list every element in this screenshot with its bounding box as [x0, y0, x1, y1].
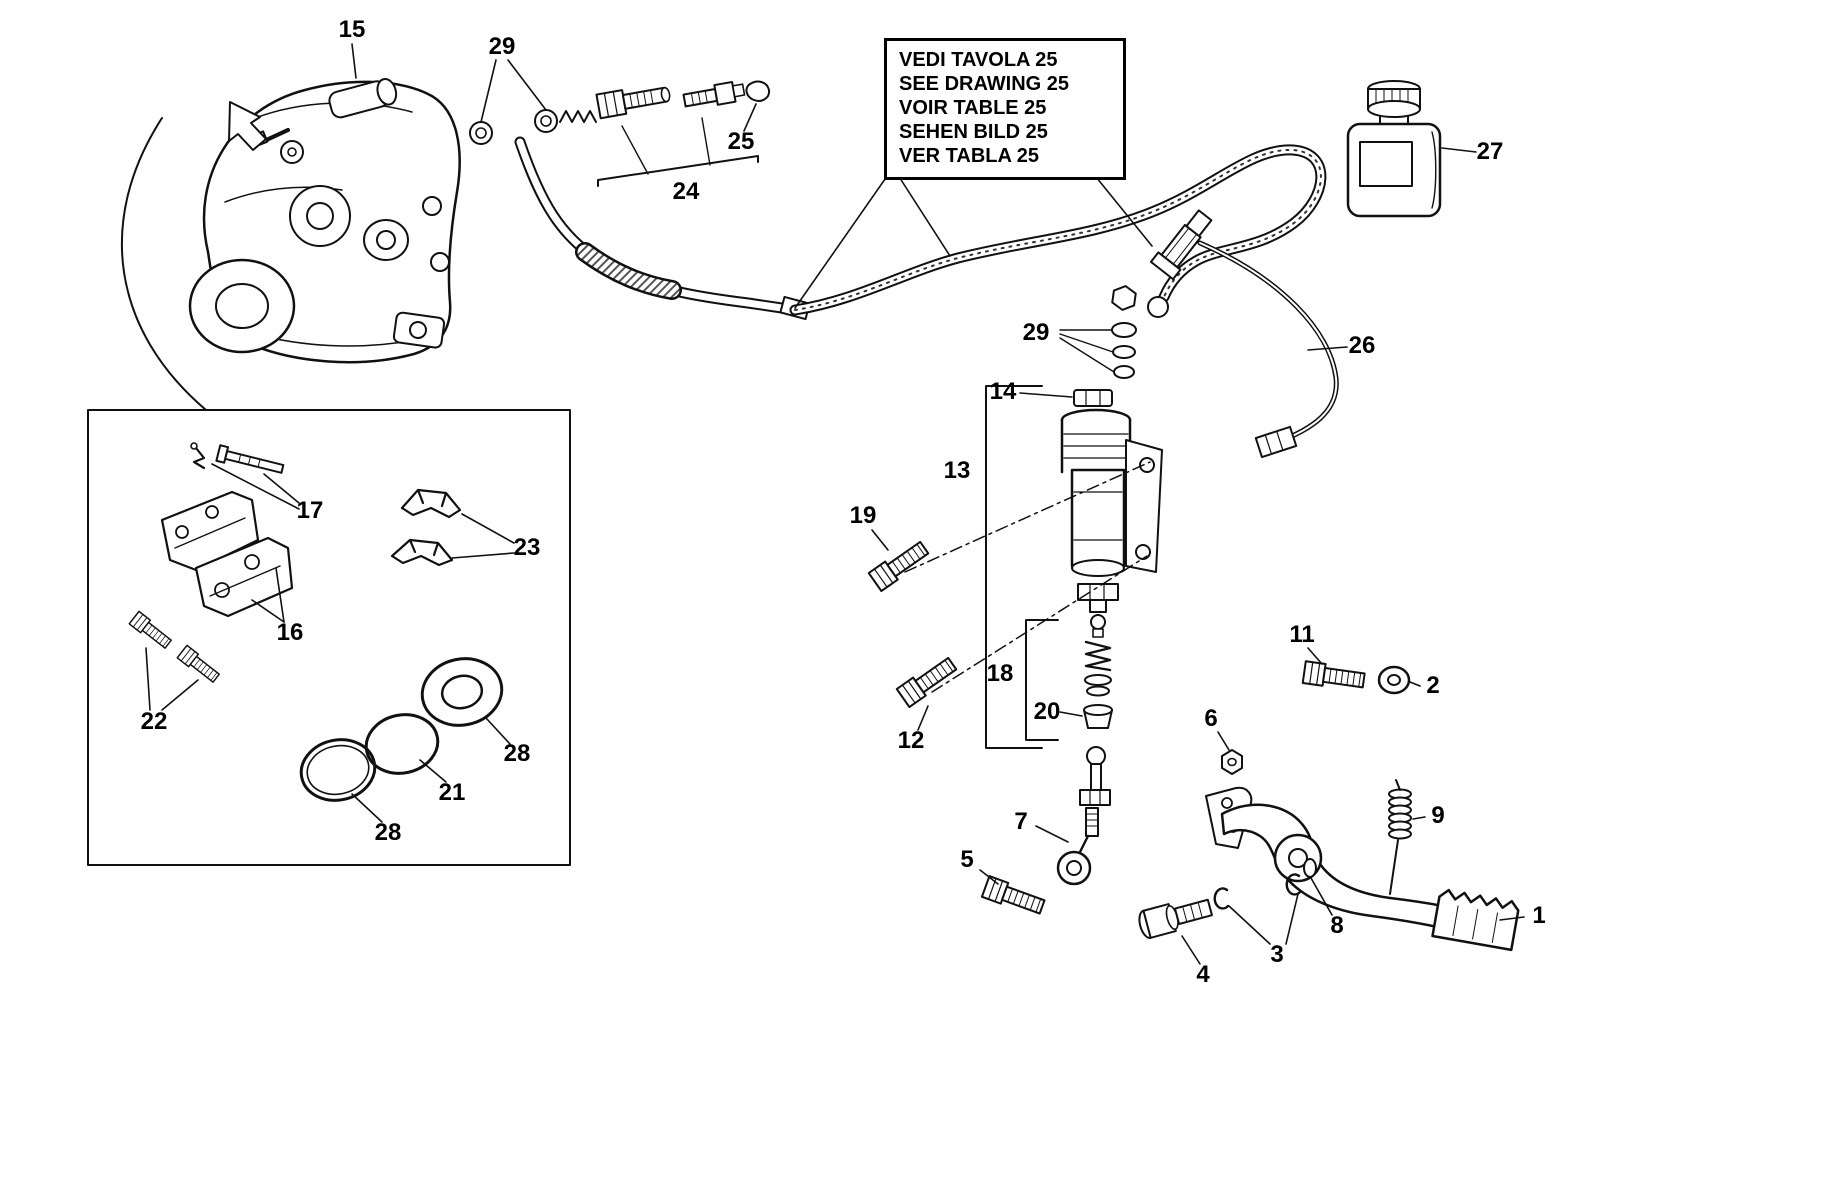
part-label-28-b: 28	[374, 819, 402, 846]
part-label-23: 23	[513, 534, 541, 561]
leader-12	[917, 705, 929, 731]
part-label-24: 24	[672, 178, 700, 205]
part-label-28-a: 28	[503, 740, 531, 767]
caliper-to-box-leader	[120, 117, 207, 411]
direction-arrow-icon	[228, 101, 267, 151]
part-label-8: 8	[1330, 912, 1344, 939]
leader-19	[871, 529, 889, 551]
note-box-leaders	[794, 171, 1153, 309]
pressure-switch-drawing	[1149, 209, 1348, 459]
note-line-fr: VOIR TABLE 25	[899, 97, 1047, 119]
part-label-12: 12	[897, 727, 925, 754]
master-cylinder-drawing	[904, 285, 1163, 749]
part-label-29-b: 29	[1022, 319, 1050, 346]
part-label-22: 22	[140, 708, 168, 735]
note-line-es: VER TABLA 25	[899, 145, 1040, 167]
leader-15	[351, 43, 357, 79]
part-label-11: 11	[1289, 621, 1315, 648]
part-label-20: 20	[1033, 698, 1061, 725]
part-label-4: 4	[1196, 961, 1210, 988]
part-label-1: 1	[1532, 902, 1546, 929]
detail-box-drawing	[87, 409, 571, 866]
part-label-29-a: 29	[488, 33, 516, 60]
leader-5	[979, 869, 999, 885]
part-label-3: 3	[1270, 941, 1284, 968]
part-label-27: 27	[1476, 138, 1504, 165]
part-label-7: 7	[1014, 808, 1028, 835]
part-label-19: 19	[849, 502, 877, 529]
part-label-18: 18	[986, 660, 1014, 687]
part-label-21: 21	[438, 779, 466, 806]
part-label-25: 25	[727, 128, 755, 155]
part-label-5: 5	[960, 846, 974, 873]
brake-caliper-drawing	[188, 78, 461, 364]
part-label-13: 13	[943, 457, 971, 484]
part-label-15: 15	[338, 16, 366, 43]
part-label-16: 16	[276, 619, 304, 646]
note-line-it: VEDI TAVOLA 25	[899, 49, 1058, 71]
part-label-9: 9	[1431, 802, 1445, 829]
note-line-en: SEE DRAWING 25	[899, 73, 1070, 95]
repair-kit-drawing	[1025, 614, 1113, 886]
hose-fittings-drawing	[469, 59, 771, 187]
see-drawing-note-box: VEDI TAVOLA 25 SEE DRAWING 25 VOIR TABLE…	[884, 38, 1126, 180]
fluid-bottle-drawing	[1346, 80, 1477, 218]
part-label-17: 17	[296, 497, 324, 524]
brake-pedal-drawing	[1138, 647, 1525, 965]
part-label-6: 6	[1204, 705, 1218, 732]
part-label-2: 2	[1426, 672, 1440, 699]
part-label-26: 26	[1348, 332, 1376, 359]
note-line-de: SEHEN BILD 25	[899, 121, 1048, 143]
part-label-14: 14	[989, 378, 1017, 405]
